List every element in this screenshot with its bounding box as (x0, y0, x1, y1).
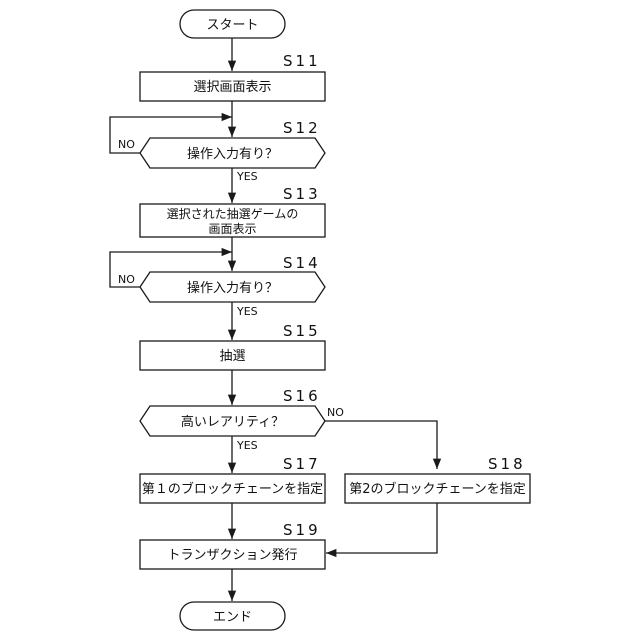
step-id-s13: S13 (283, 185, 321, 203)
step-id-s16: S16 (283, 387, 321, 405)
process-s13-line1: 選択された抽選ゲームの (167, 207, 299, 221)
label-s16-yes: YES (236, 439, 258, 452)
connector-s16-no (325, 421, 437, 469)
label-s14-yes: YES (236, 305, 258, 318)
step-id-s19: S19 (283, 521, 321, 539)
process-s11-text: 選択画面表示 (193, 80, 271, 95)
decision-s12-text: 操作入力有り？ (187, 146, 278, 162)
step-id-s15: S15 (283, 322, 321, 340)
step-id-s18: S18 (488, 455, 526, 473)
decision-s16-text: 高いレアリティ？ (181, 414, 284, 430)
process-s17-text: 第１のブロックチェーンを指定 (142, 481, 323, 497)
step-id-s14: S14 (283, 254, 321, 272)
label-s16-no: NO (327, 406, 344, 419)
connector-s18-s19 (326, 503, 437, 553)
start-label: スタート (206, 18, 258, 33)
process-s13-line2: 画面表示 (208, 222, 256, 236)
label-s12-yes: YES (236, 170, 258, 183)
step-id-s12: S12 (283, 119, 321, 137)
step-id-s11: S11 (283, 52, 321, 70)
decision-s14-text: 操作入力有り？ (187, 280, 278, 296)
label-s14-no: NO (118, 273, 135, 286)
end-label: エンド (213, 610, 252, 625)
process-s18-text: 第2のブロックチェーンを指定 (349, 481, 526, 497)
process-s15-text: 抽選 (219, 349, 245, 364)
label-s12-no: NO (118, 138, 135, 151)
process-s19-text: トランザクション発行 (167, 548, 297, 563)
step-id-s17: S17 (283, 455, 321, 473)
